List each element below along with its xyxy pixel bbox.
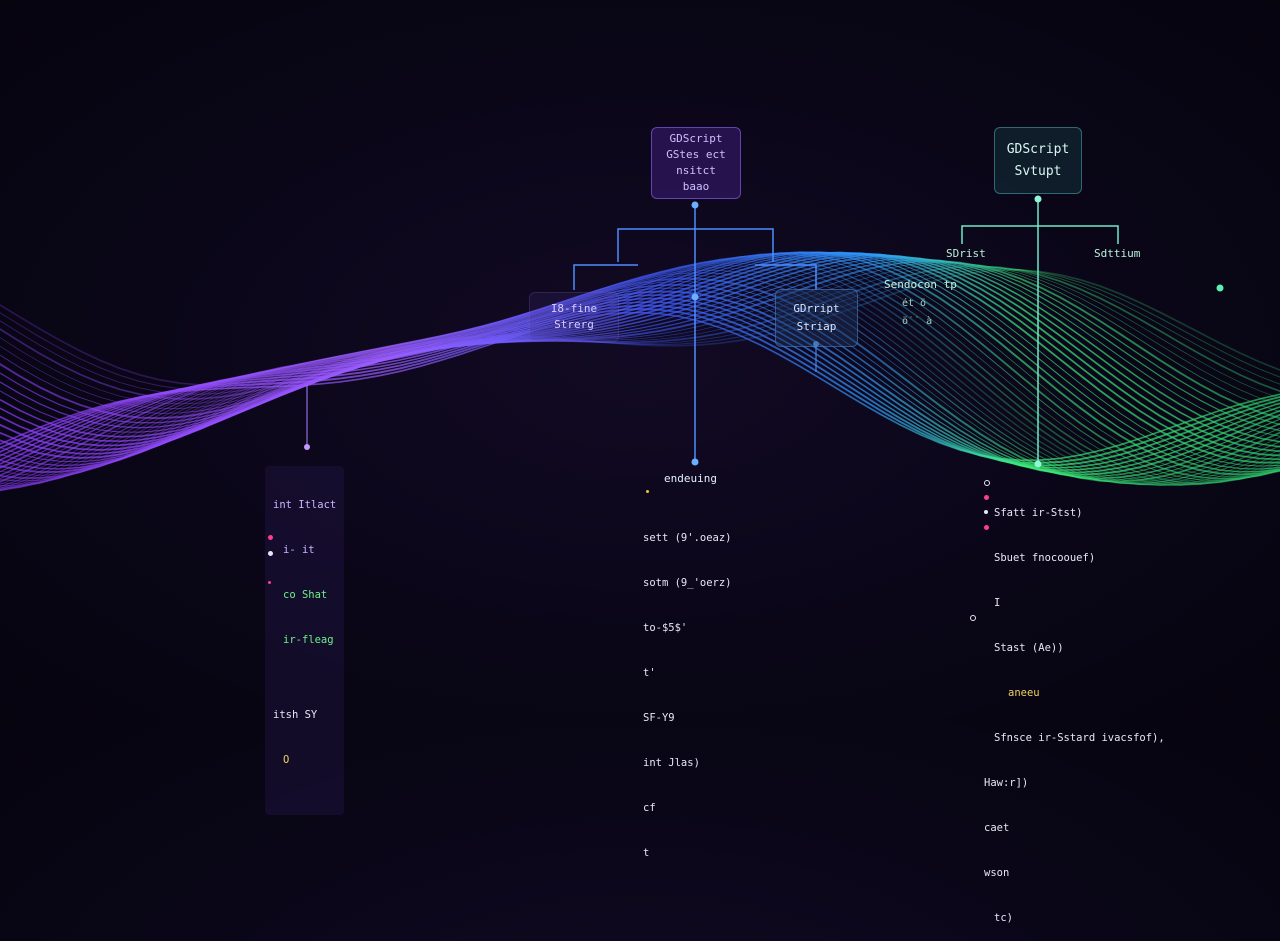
yellow-bullet-icon bbox=[646, 490, 649, 493]
node-top-center-line-3: nsitct bbox=[652, 163, 740, 179]
node-mid-right-line-1: GDrript bbox=[776, 300, 857, 318]
wave-strand bbox=[0, 252, 1280, 466]
code-right-line-10: tc) bbox=[994, 911, 1165, 926]
teal-branch bbox=[962, 226, 1118, 244]
connector-lines bbox=[307, 196, 1118, 464]
node-top-center-line-4: baao bbox=[652, 179, 740, 195]
code-left-line-6: itsh SY bbox=[273, 708, 336, 723]
code-block-right: Sfatt ir-Stst) Sbuet fnocoouef) I Stast … bbox=[994, 476, 1165, 941]
pink-bullet-icon bbox=[268, 535, 273, 540]
node-mid-right-line-2: Striap bbox=[776, 318, 857, 336]
white-bullet-icon-2 bbox=[984, 510, 988, 514]
label-sdrist: SDrist bbox=[946, 247, 986, 260]
label-sdttium: Sdttium bbox=[1094, 247, 1140, 260]
white-ring-bullet-icon bbox=[984, 480, 990, 486]
code-right-line-4: Stast (Ae)) bbox=[994, 641, 1165, 656]
code-block-left: int Itlact i- it co Shat ir-fleag itsh S… bbox=[265, 466, 344, 815]
code-right-line-9: wson bbox=[984, 866, 1165, 881]
code-center-line-4: t' bbox=[643, 666, 732, 681]
code-right-line-1: Sfatt ir-Stst) bbox=[994, 506, 1165, 521]
code-left-line-7: O bbox=[273, 753, 336, 768]
code-left-line-1: int Itlact bbox=[273, 498, 336, 513]
wave-strand bbox=[0, 306, 1280, 466]
code-left-line-3: co Shat bbox=[273, 588, 336, 603]
node-top-right: GDScript Svtupt bbox=[994, 127, 1082, 194]
teal-top-dot bbox=[1035, 196, 1042, 203]
node-top-right-line-1: GDScript bbox=[995, 139, 1081, 161]
white-ring-bullet-icon-2 bbox=[970, 615, 976, 621]
label-sendocon-sub-2: ö˙˙ à bbox=[902, 316, 932, 327]
white-bullet-icon bbox=[268, 551, 273, 556]
spark-dot bbox=[1217, 285, 1224, 292]
code-right-line-8: caet bbox=[984, 821, 1165, 836]
node-mid-right: GDrript Striap bbox=[775, 289, 858, 347]
wave-strands bbox=[0, 252, 1280, 494]
code-left-line-2: i- it bbox=[273, 543, 336, 558]
pink-bullet-icon-2 bbox=[984, 495, 989, 500]
code-right-line-7: Haw:r]) bbox=[984, 776, 1165, 791]
code-center-line-8: t bbox=[643, 846, 732, 861]
label-sendocon: Sendocon tp bbox=[884, 278, 957, 291]
code-right-line-5: aneeu bbox=[994, 686, 1165, 701]
node-top-right-line-2: Svtupt bbox=[995, 161, 1081, 183]
code-center-line-1: sett (9'.oeaz) bbox=[643, 531, 732, 546]
label-endeuing: endeuing bbox=[664, 472, 717, 485]
code-center-line-7: cf bbox=[643, 801, 732, 816]
code-right-line-6: Sfnsce ir-Sstard ivacsfof), bbox=[994, 731, 1165, 746]
code-center-line-6: int Jlas) bbox=[643, 756, 732, 771]
node-top-center: GDScript GStes ect nsitct baao bbox=[651, 127, 741, 199]
code-left-line-4: ir-fleag bbox=[273, 633, 336, 648]
center-mid-dot bbox=[692, 294, 699, 301]
pink-bullet-icon-3 bbox=[984, 525, 989, 530]
code-center-line-3: to-$5$' bbox=[643, 621, 732, 636]
code-center-line-2: sotm (9_'oerz) bbox=[643, 576, 732, 591]
code-block-center: sett (9'.oeaz) sotm (9_'oerz) to-$5$' t'… bbox=[643, 501, 732, 876]
code-center-line-5: SF-Y9 bbox=[643, 711, 732, 726]
left-dot bbox=[304, 444, 310, 450]
node-top-center-line-1: GDScript bbox=[652, 131, 740, 147]
center-bottom-dot bbox=[692, 459, 699, 466]
pink-small-bullet-icon bbox=[268, 581, 271, 584]
wave-strand bbox=[0, 254, 1280, 481]
label-sendocon-sub-1: ét ö bbox=[902, 298, 926, 309]
node-mid-left: I8-fine Strerg bbox=[529, 292, 619, 342]
code-right-line-2: Sbuet fnocoouef) bbox=[994, 551, 1165, 566]
node-mid-left-line-2: Strerg bbox=[530, 317, 618, 333]
code-right-line-3: I bbox=[994, 596, 1165, 611]
node-top-center-line-2: GStes ect bbox=[652, 147, 740, 163]
center-top-dot bbox=[692, 202, 699, 209]
teal-bottom-dot bbox=[1035, 461, 1042, 468]
node-mid-left-line-1: I8-fine bbox=[530, 301, 618, 317]
